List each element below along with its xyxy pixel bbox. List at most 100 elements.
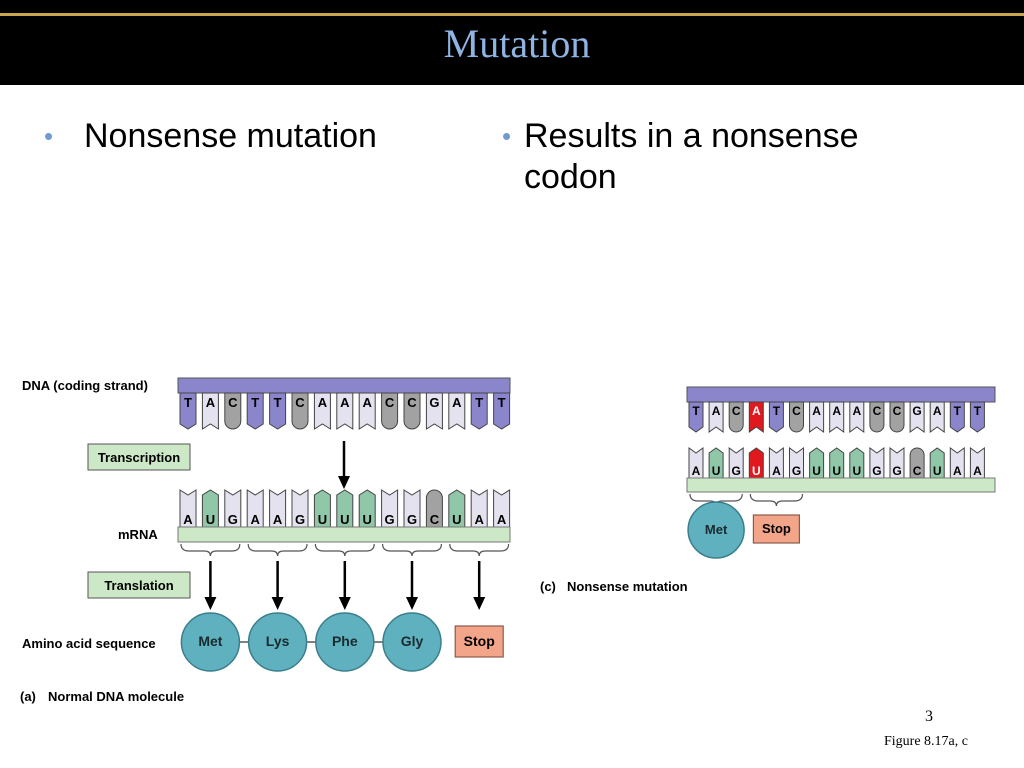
codon-brace — [247, 543, 308, 557]
stop-box — [752, 514, 801, 544]
base-letter: U — [340, 512, 349, 527]
base-letter: A — [852, 404, 861, 418]
base-letter: T — [974, 404, 982, 418]
base-letter: G — [429, 395, 439, 410]
amino-acid-met — [180, 612, 241, 672]
transcription-box — [87, 443, 191, 471]
base-letter: U — [206, 512, 215, 527]
base-letter: A — [183, 512, 193, 527]
base-t — [493, 392, 511, 430]
base-letter: A — [340, 395, 350, 410]
codon-brace — [180, 543, 241, 557]
base-t — [969, 401, 985, 433]
caption-a-letter: (a) — [20, 689, 36, 704]
base-letter: T — [954, 404, 962, 418]
base-a — [829, 401, 845, 433]
amino-acid-sequence-label: Amino acid sequence — [22, 636, 156, 651]
arrowhead — [338, 597, 351, 610]
slide-number: 3 — [925, 708, 933, 725]
base-a — [929, 401, 945, 433]
base-letter: T — [498, 395, 506, 410]
bullet-left-text: Nonsense mutation — [84, 117, 377, 155]
title-bar: Mutation — [0, 0, 1024, 85]
base-letter: A — [712, 404, 721, 418]
codon-brace — [382, 543, 442, 557]
base-letter: G — [912, 404, 921, 418]
arrowhead — [406, 597, 418, 610]
base-g — [425, 392, 443, 430]
base-a — [448, 392, 466, 430]
base-letter: T — [773, 404, 781, 418]
base-a-mutated — [748, 401, 764, 433]
base-letter: A — [953, 464, 962, 478]
base-letter: A — [452, 395, 462, 410]
base-t — [949, 401, 965, 433]
base-c — [909, 447, 925, 479]
base-letter: C — [913, 464, 922, 478]
caption-c: Nonsense mutation — [567, 579, 688, 594]
base-letter: A — [692, 464, 701, 478]
base-letter: G — [732, 464, 741, 478]
translation-box — [87, 571, 191, 599]
mrna-label: mRNA — [118, 527, 158, 542]
base-letter: U — [452, 512, 461, 527]
base-letter: G — [295, 512, 305, 527]
base-c — [789, 401, 804, 433]
base-letter: T — [251, 395, 259, 410]
amino-acid-label: Met — [198, 633, 222, 649]
base-letter: G — [892, 464, 901, 478]
mutant-mrna-backbone — [686, 477, 996, 493]
base-a — [313, 392, 331, 430]
base-g — [909, 401, 925, 433]
amino-acid-gly — [382, 612, 442, 672]
dna-backbone — [177, 377, 511, 394]
base-c — [889, 401, 905, 433]
base-letter: A — [318, 395, 328, 410]
transcription-arrow — [338, 441, 350, 489]
amino-acid-label: Phe — [332, 633, 358, 649]
base-letter: A — [475, 512, 485, 527]
bullet-dot: • — [502, 121, 512, 151]
base-letter: G — [385, 512, 395, 527]
amino-acid-label: Met — [705, 522, 728, 537]
base-letter: G — [407, 512, 417, 527]
arrowhead — [473, 597, 486, 610]
amino-acid-phe — [315, 612, 375, 672]
base-t — [246, 392, 264, 430]
caption-a: Normal DNA molecule — [48, 689, 184, 704]
base-a — [358, 392, 376, 430]
arrowhead — [204, 597, 217, 610]
base-c — [728, 401, 744, 433]
translation-label: Translation — [104, 578, 173, 593]
amino-acid-met — [687, 501, 745, 559]
base-letter: C — [792, 404, 801, 418]
base-letter: T — [475, 395, 483, 410]
base-letter: C — [295, 395, 305, 410]
base-letter: C — [228, 395, 238, 410]
base-t — [768, 401, 784, 433]
base-letter: G — [792, 464, 801, 478]
codon-brace — [749, 493, 804, 507]
base-c — [224, 392, 242, 430]
base-letter: A — [497, 512, 507, 527]
base-letter: A — [251, 512, 261, 527]
base-letter: U — [832, 464, 841, 478]
title-accent-line — [0, 13, 1024, 16]
stop-box — [454, 625, 504, 658]
base-a — [708, 401, 724, 433]
base-letter: C — [385, 395, 395, 410]
codon-brace — [449, 543, 510, 557]
base-c — [381, 392, 399, 430]
bullet-right: • Results in a nonsense codon — [502, 116, 924, 198]
base-t — [470, 392, 488, 430]
transcription-label: Transcription — [98, 450, 180, 465]
caption-c-letter: (c) — [540, 579, 556, 594]
amino-acid-label: Lys — [266, 633, 290, 649]
base-letter: G — [228, 512, 238, 527]
